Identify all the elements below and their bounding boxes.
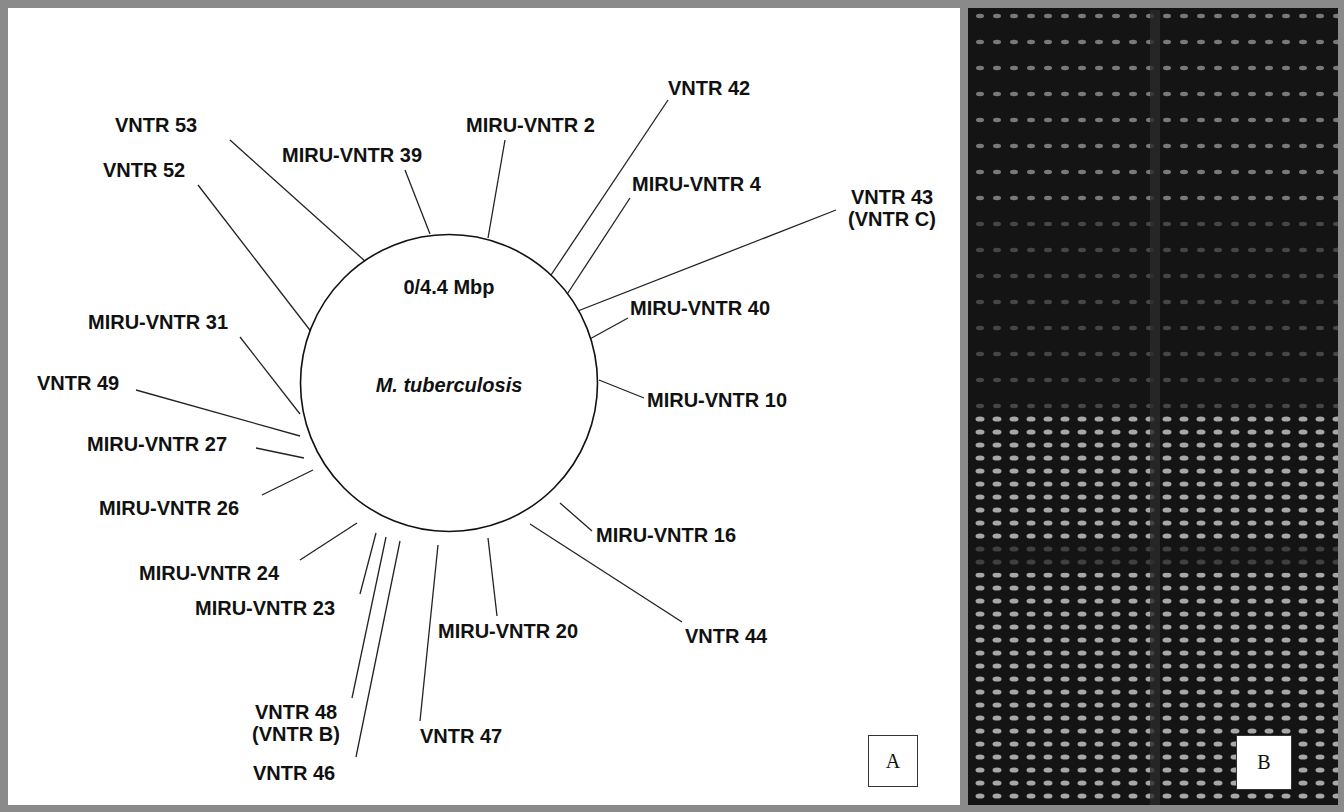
locus-label: MIRU-VNTR 23 <box>195 597 335 619</box>
locus-label: MIRU-VNTR 2 <box>466 114 595 136</box>
locus-label: MIRU-VNTR 40 <box>630 297 770 319</box>
panel-letter: A <box>886 750 900 773</box>
leader-lines <box>136 100 836 757</box>
locus-label: MIRU-VNTR 26 <box>99 497 239 519</box>
locus-label: MIRU-VNTR 4 <box>632 173 761 195</box>
locus-label: MIRU-VNTR 20 <box>438 620 578 642</box>
panel-label-box: B <box>1236 735 1292 790</box>
locus-label: MIRU-VNTR 16 <box>596 524 736 546</box>
locus-label: MIRU-VNTR 31 <box>88 311 228 333</box>
locus-label: VNTR 46 <box>253 762 335 784</box>
genome-size-text: 0/4.4 Mbp <box>299 275 599 299</box>
panel-label-box: A <box>868 735 918 787</box>
locus-label: VNTR 52 <box>103 159 185 181</box>
locus-label: VNTR 48 (VNTR B) <box>240 701 352 745</box>
locus-label: MIRU-VNTR 24 <box>139 562 279 584</box>
locus-label: MIRU-VNTR 39 <box>282 144 422 166</box>
locus-label: VNTR 47 <box>420 725 502 747</box>
locus-label: VNTR 42 <box>668 77 750 99</box>
locus-label: MIRU-VNTR 27 <box>87 433 227 455</box>
locus-label: VNTR 49 <box>37 372 119 394</box>
locus-label: VNTR 53 <box>115 114 197 136</box>
organism-name: M. tuberculosis <box>299 373 599 397</box>
locus-label: VNTR 43 (VNTR C) <box>836 186 948 230</box>
panel-b-gel <box>968 8 1338 805</box>
panel-letter: B <box>1257 751 1270 774</box>
panel-a <box>8 8 960 805</box>
locus-label: MIRU-VNTR 10 <box>647 389 787 411</box>
genome-circle: 0/4.4 Mbp M. tuberculosis <box>299 233 599 533</box>
locus-label: VNTR 44 <box>685 625 767 647</box>
gel-lane <box>1150 10 1160 805</box>
gel-lane <box>1155 10 1161 805</box>
